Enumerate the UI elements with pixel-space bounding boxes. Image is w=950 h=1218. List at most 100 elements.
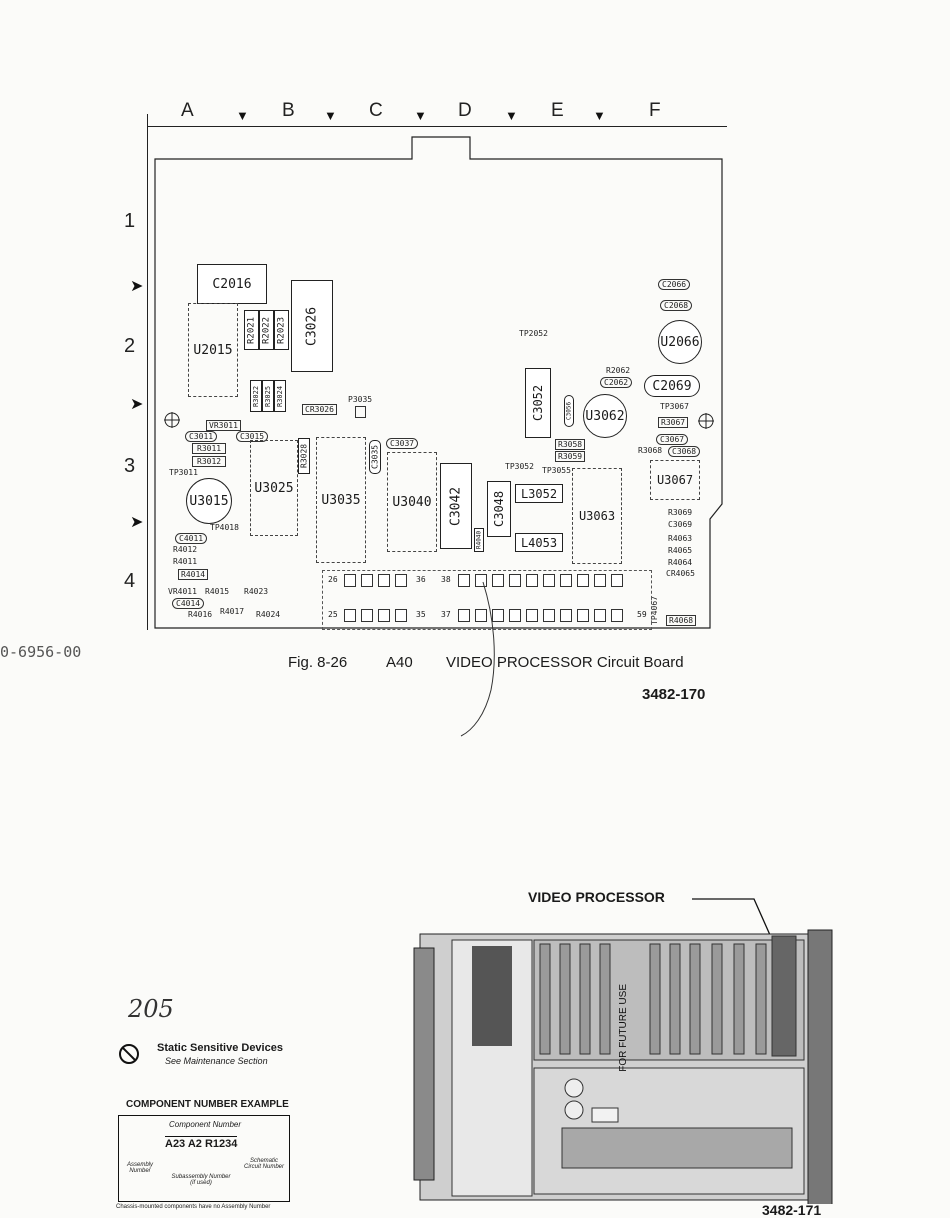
column-arrow-icon: ▼ xyxy=(593,108,606,123)
capacitor-c2068: C2068 xyxy=(660,300,693,311)
capacitor-c3035: C3035 xyxy=(369,440,381,474)
ic-u3063: U3063 xyxy=(572,468,622,564)
pin-pad xyxy=(458,609,470,622)
resistor-r4064: R4064 xyxy=(668,558,693,567)
column-letter-c: C xyxy=(369,100,383,121)
capacitor-c2066: C2066 xyxy=(658,279,691,290)
pin-pad xyxy=(344,574,356,587)
pin-pad xyxy=(509,609,521,622)
pin-pad xyxy=(526,609,538,622)
resistor-r4017: R4017 xyxy=(220,607,245,616)
resistor-r4065: R4065 xyxy=(668,546,693,555)
diode-cr4065: CR4065 xyxy=(666,569,695,578)
column-letter-d: D xyxy=(458,100,472,121)
resistor-r2062: R2062 xyxy=(606,366,631,375)
capacitor-c4014: C4014 xyxy=(172,598,205,609)
pin-pad xyxy=(378,609,390,622)
grid-left-line xyxy=(147,114,148,630)
callout-leader xyxy=(692,898,771,936)
diode-cr3026: CR3026 xyxy=(302,404,337,415)
column-arrow-icon: ▼ xyxy=(505,108,518,123)
connector-outline xyxy=(322,570,652,630)
ic-u3035: U3035 xyxy=(316,437,366,563)
resistor-r4063: R4063 xyxy=(668,534,693,543)
future-use-label: FOR FUTURE USE xyxy=(618,984,629,1072)
chassis-illustration xyxy=(413,929,833,1204)
row-arrow-icon: ➤ xyxy=(130,514,144,531)
chassis-callout: VIDEO PROCESSOR xyxy=(528,889,665,905)
resistor-r4040: R4040 xyxy=(474,528,484,552)
testpoint-tp3052: TP3052 xyxy=(505,462,534,471)
pin-pad xyxy=(543,574,555,587)
capacitor-c3056: C3056 xyxy=(564,395,574,427)
ic-u3067: U3067 xyxy=(650,460,700,500)
pencil-line xyxy=(460,581,495,737)
resistor-r2021: R2021 xyxy=(244,310,259,350)
resistor-r3068: R3068 xyxy=(638,446,663,455)
example-box: Component Number A23 A2 R1234 Assembly N… xyxy=(118,1115,290,1202)
column-letter-a: A xyxy=(181,100,194,121)
capacitor-c3048: C3048 xyxy=(487,481,511,537)
pin-pad xyxy=(344,609,356,622)
row-number-4: 4 xyxy=(124,570,136,592)
pin-pad xyxy=(594,609,606,622)
row-arrow-icon: ➤ xyxy=(130,396,144,413)
handwritten-number: 205 xyxy=(128,995,174,1023)
static-sensitive-icon xyxy=(119,1044,139,1064)
capacitor-c3069: C3069 xyxy=(668,520,693,529)
capacitor-c2069: C2069 xyxy=(644,375,700,397)
resistor-r4068: R4068 xyxy=(666,615,697,626)
resistor-r3024: R3024 xyxy=(274,380,286,412)
testpoint-tp3055: TP3055 xyxy=(542,466,571,475)
capacitor-c3067: C3067 xyxy=(656,434,689,445)
resistor-r4023: R4023 xyxy=(244,587,269,596)
column-letter-b: B xyxy=(282,100,295,121)
testpoint-tp3067: TP3067 xyxy=(660,402,689,411)
resistor-r4024: R4024 xyxy=(256,610,281,619)
example-component-label: Component Number xyxy=(169,1120,242,1129)
column-arrow-icon: ▼ xyxy=(236,108,249,123)
resistor-r3069: R3069 xyxy=(668,508,693,517)
pin-pad xyxy=(395,574,407,587)
column-letter-f: F xyxy=(649,100,661,121)
resistor-r3012: R3012 xyxy=(192,456,227,467)
pin-pad xyxy=(594,574,606,587)
figure-number: Fig. 8-26 xyxy=(288,654,348,671)
testpoint-tp2052: TP2052 xyxy=(519,329,548,338)
pin-label: 35 xyxy=(416,610,426,619)
pin-pad xyxy=(560,574,572,587)
pin-pad xyxy=(378,574,390,587)
pin-pad xyxy=(611,574,623,587)
pin-label: 37 xyxy=(441,610,451,619)
static-title: Static Sensitive Devices xyxy=(157,1042,283,1054)
pin-pad xyxy=(492,574,504,587)
pin-pad xyxy=(361,574,373,587)
pin-pad xyxy=(361,609,373,622)
inductor-l4053: L4053 xyxy=(515,533,563,552)
pin-pad xyxy=(577,574,589,587)
resistor-r3059: R3059 xyxy=(555,451,586,462)
edge-text: 0-6956-00 xyxy=(0,643,82,661)
testpoint-tp4018: TP4018 xyxy=(210,523,239,532)
figure-id-bottom: 3482-171 xyxy=(762,1202,822,1218)
pin-pad xyxy=(543,609,555,622)
ic-u2066: U2066 xyxy=(658,320,702,364)
pin-label: 36 xyxy=(416,575,426,584)
grid-top-line xyxy=(147,126,727,127)
connector-p3035-box xyxy=(355,406,366,418)
resistor-r4014: R4014 xyxy=(178,569,209,580)
static-subtitle: See Maintenance Section xyxy=(165,1056,268,1066)
resistor-r3011: R3011 xyxy=(192,443,227,454)
pin-pad xyxy=(395,609,407,622)
capacitor-c3026: C3026 xyxy=(291,280,333,372)
resistor-r2022: R2022 xyxy=(259,310,274,350)
pin-pad xyxy=(458,574,470,587)
testpoint-tp3011: TP3011 xyxy=(169,468,198,477)
ic-u3062: U3062 xyxy=(583,394,627,438)
pin-pad xyxy=(509,574,521,587)
pin-pad xyxy=(475,609,487,622)
board-outline xyxy=(154,136,723,629)
column-arrow-icon: ▼ xyxy=(324,108,337,123)
pin-label: 38 xyxy=(441,575,451,584)
column-letter-e: E xyxy=(551,100,564,121)
